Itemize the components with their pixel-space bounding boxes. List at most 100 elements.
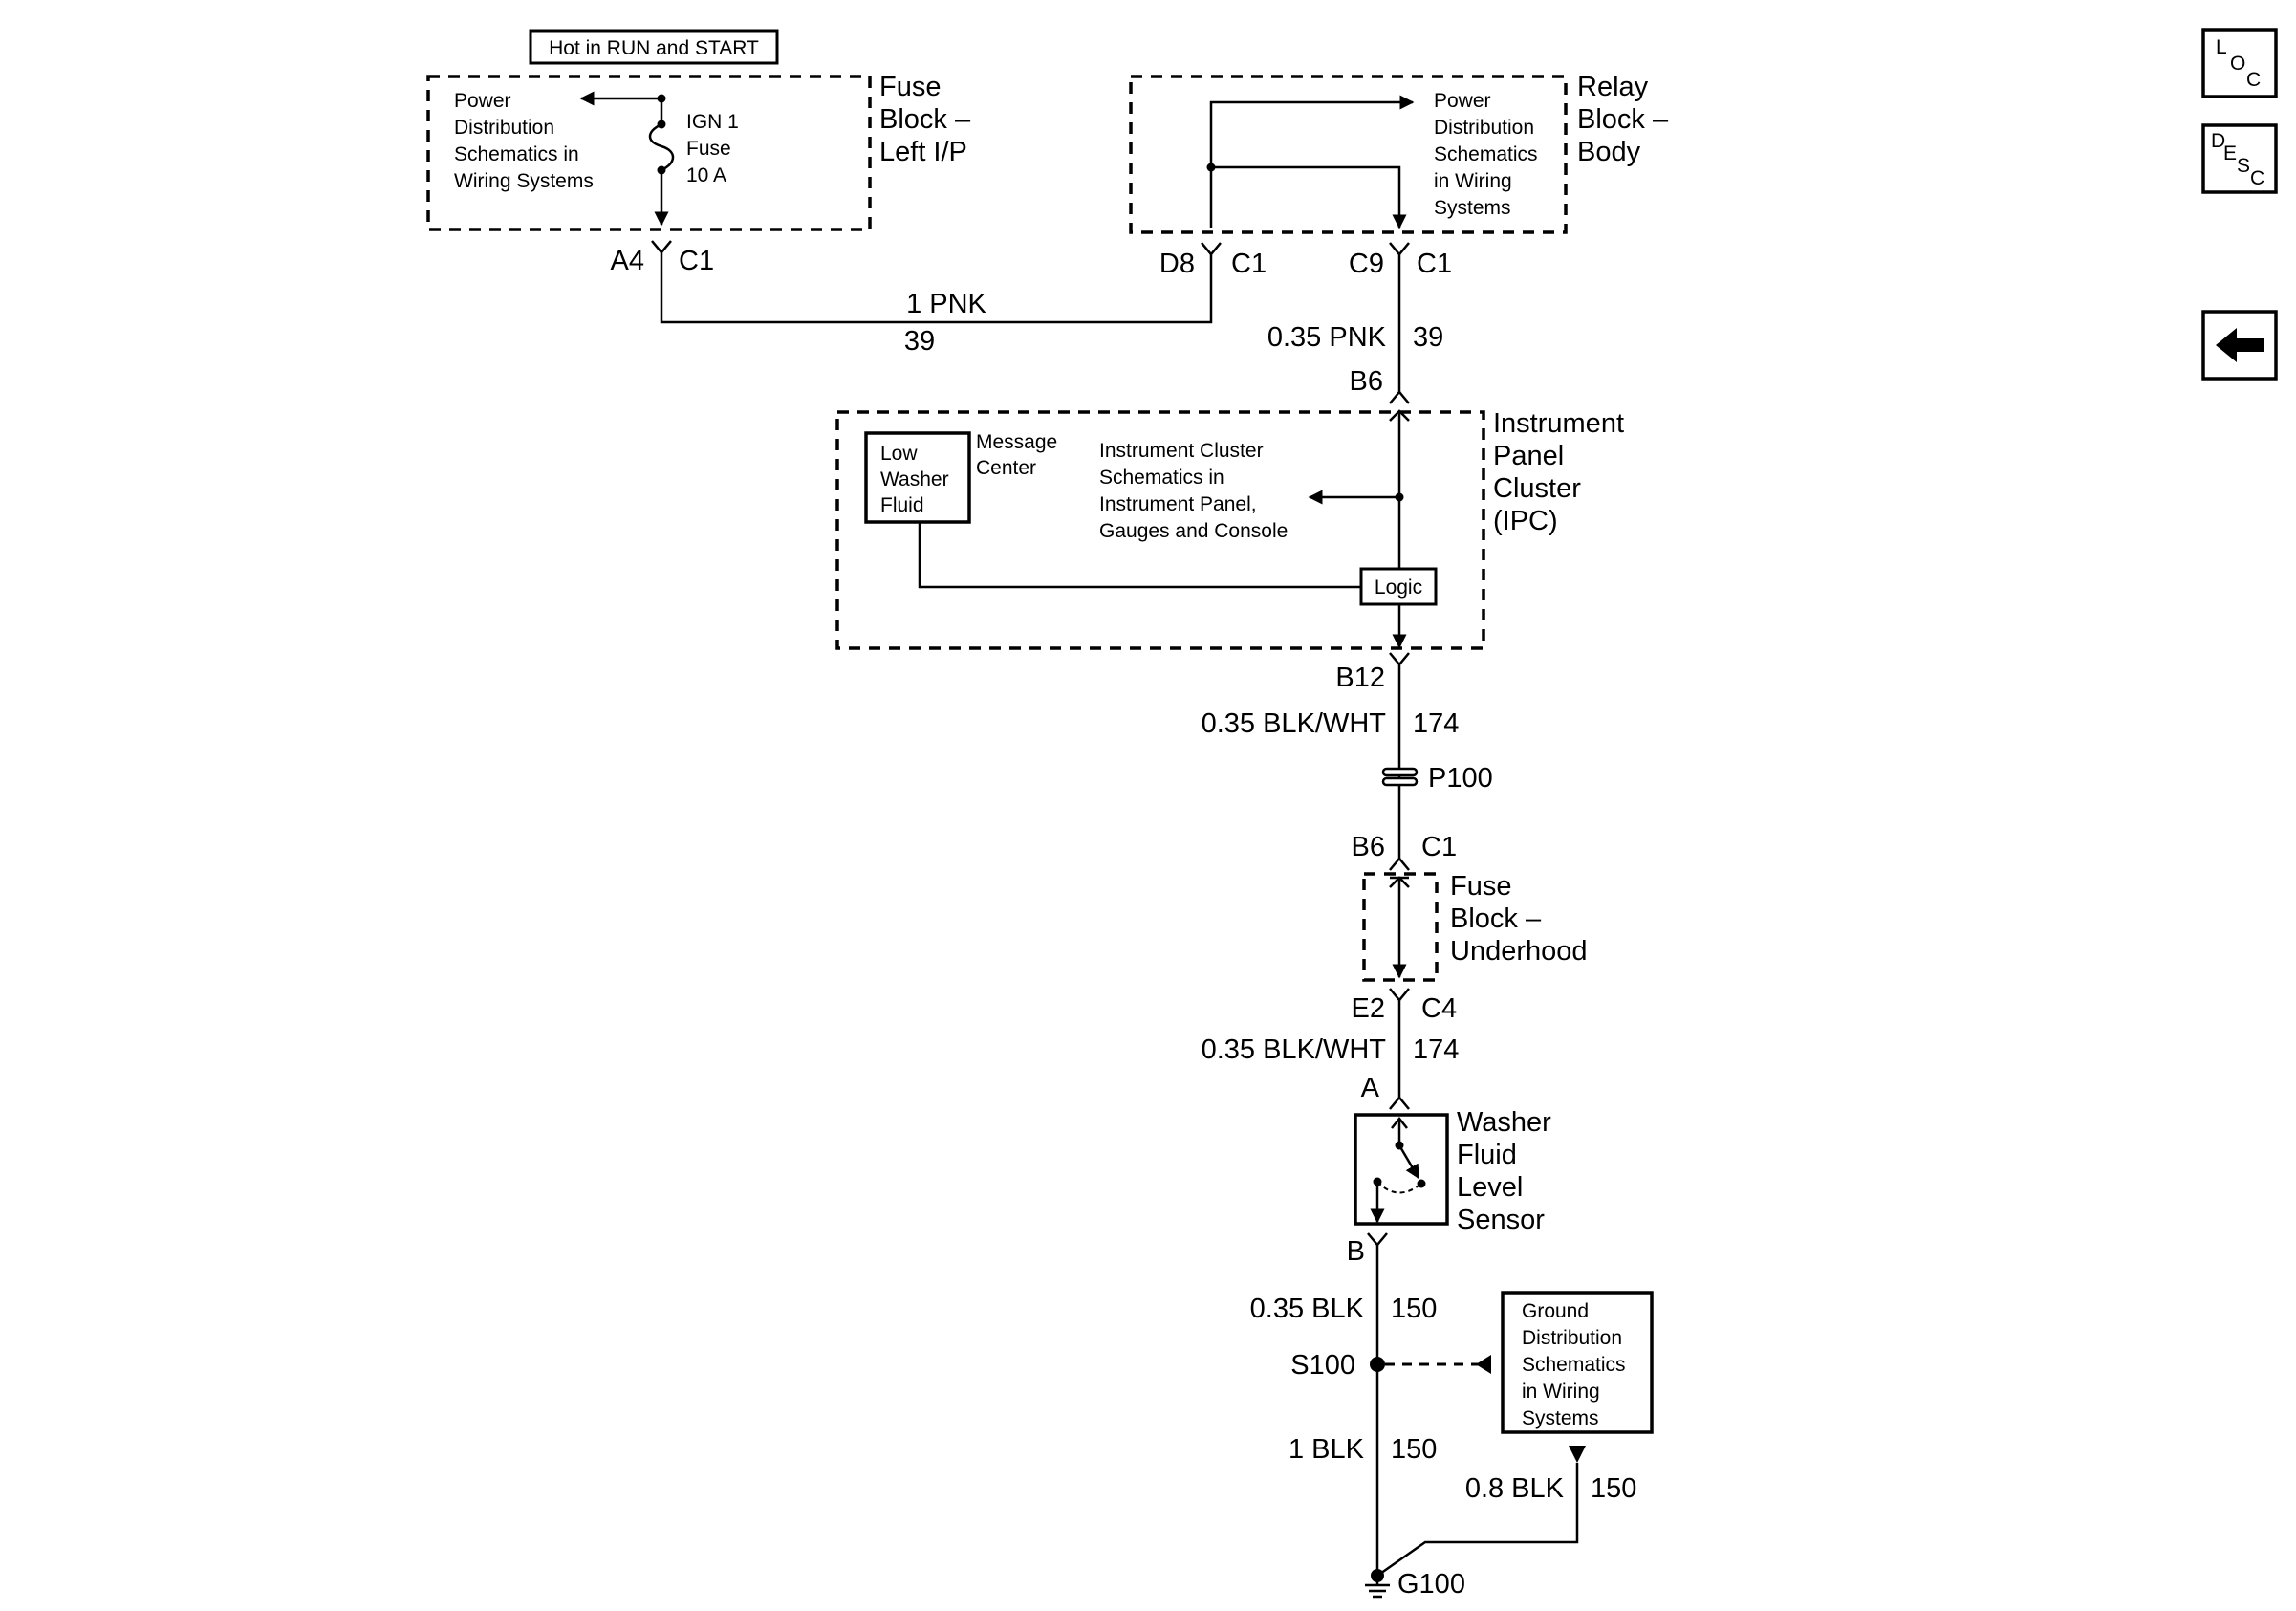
desc-letter-c: C (2250, 167, 2264, 189)
ign1-fuse-line-1: IGN 1 (686, 111, 739, 133)
wire-0-35-blk-circuit: 150 (1391, 1294, 1437, 1324)
relay-block-boundary (1129, 75, 1568, 234)
ipc-title-2: Panel (1493, 441, 1564, 471)
ground-g100: G100 (1365, 1569, 1465, 1600)
underhood-boundary (1362, 872, 1439, 982)
connector-c9-c1: C9 C1 (1349, 242, 1452, 279)
pd-left-line-2: Distribution (454, 117, 554, 139)
g100-label: G100 (1397, 1569, 1465, 1600)
wire-blk-wht-lower-circuit: 174 (1413, 1034, 1459, 1065)
wire-0-8-blk-label: 0.8 BLK (1465, 1473, 1565, 1504)
underhood-title-2: Block – (1450, 903, 1542, 934)
desc-button[interactable]: D E S C (2201, 123, 2278, 194)
connector-a4-c1: A4 C1 (611, 240, 714, 276)
pd-left-line-1: Power (454, 90, 511, 112)
pd-relay-line-4: in Wiring (1434, 170, 1512, 192)
loc-button[interactable]: L O C (2201, 28, 2278, 98)
fuse-block-underhood: B6 C1 Fuse Block – Underhood E2 C4 (1352, 832, 1588, 1024)
low-washer-line-2: Washer (880, 468, 949, 490)
ground-dist-line-4: in Wiring (1522, 1381, 1600, 1403)
ground-dist-line-3: Schematics (1522, 1354, 1626, 1376)
message-center-line-2: Center (976, 457, 1036, 479)
wire-0-35-pnk-label: 0.35 PNK (1267, 322, 1387, 353)
sensor-title-1: Washer (1457, 1107, 1551, 1138)
loc-letter-o: O (2230, 53, 2245, 75)
underhood-title-1: Fuse (1450, 871, 1511, 902)
washer-fluid-level-sensor: A Washer Fluid Level Sensor B (1347, 1073, 1552, 1267)
underhood-top-name: C1 (1421, 832, 1457, 862)
ipc-title-4: (IPC) (1493, 506, 1558, 536)
hot-in-run-start-box: Hot in RUN and START (529, 29, 779, 65)
wire-1-blk-label: 1 BLK (1289, 1434, 1365, 1465)
underhood-bottom-pin: E2 (1352, 993, 1385, 1024)
underhood-top-pin: B6 (1352, 832, 1385, 862)
underhood-bottom-name: C4 (1421, 993, 1457, 1024)
wire-1-blk: 1 BLK 150 (1289, 1434, 1437, 1465)
p100-label: P100 (1428, 763, 1493, 794)
ipc-pin-b6: B6 (1350, 366, 1383, 397)
sensor-pin-b: B (1347, 1236, 1365, 1267)
relay-block-title-2: Block – (1577, 104, 1669, 135)
back-button[interactable] (2201, 310, 2278, 381)
ground-distribution-box: Ground Distribution Schematics in Wiring… (1501, 1291, 1654, 1434)
sensor-title-3: Level (1457, 1172, 1523, 1203)
pd-relay-line-5: Systems (1434, 197, 1511, 219)
fuse-block-left-boundary (426, 75, 872, 231)
ipc-boundary (835, 410, 1485, 650)
pd-relay-line-2: Distribution (1434, 117, 1534, 139)
wire-0-35-blk-wht-lower: 0.35 BLK/WHT 174 (1202, 1000, 1459, 1098)
connector-a4-pin: A4 (611, 246, 644, 276)
ic-schematics-line-1: Instrument Cluster (1099, 440, 1264, 462)
desc-letter-d: D (2211, 130, 2225, 152)
pd-relay-arrow (1209, 95, 1415, 228)
connector-c9-pin: C9 (1349, 249, 1384, 279)
float-switch-icon (1397, 1144, 1420, 1180)
connector-d8-c1: D8 C1 (1159, 242, 1267, 279)
connector-a4-name: C1 (679, 246, 714, 276)
message-center-line-1: Message (976, 431, 1057, 453)
connector-d8-name: C1 (1231, 249, 1267, 279)
wire-0-8-blk-circuit: 150 (1591, 1473, 1636, 1504)
ign1-fuse-line-3: 10 A (686, 164, 726, 186)
relay-block-title-1: Relay (1577, 72, 1649, 102)
wire-0-8-blk: 0.8 BLK 150 (1376, 1446, 1636, 1578)
wire-blk-wht-upper-label: 0.35 BLK/WHT (1202, 708, 1387, 739)
splice-s100: S100 (1290, 1350, 1491, 1381)
pd-left-line-3: Schematics in (454, 143, 579, 165)
underhood-title-3: Underhood (1450, 936, 1588, 967)
ic-schematics-line-4: Gauges and Console (1099, 520, 1288, 542)
back-arrow-icon (2216, 328, 2264, 362)
wire-1-pnk: 1 PNK 39 (660, 271, 1213, 357)
wire-blk-wht-upper-circuit: 174 (1413, 708, 1459, 739)
wire-0-35-blk-wht-upper: 0.35 BLK/WHT 174 (1202, 664, 1459, 859)
low-washer-line-3: Fluid (880, 494, 924, 516)
instrument-panel-cluster: B6 Instrument Panel Cluster (IPC) Low Wa… (835, 366, 1624, 693)
low-washer-line-1: Low (880, 443, 918, 465)
ground-dist-line-1: Ground (1522, 1300, 1589, 1322)
ipc-title-3: Cluster (1493, 473, 1581, 504)
sensor-box (1354, 1113, 1449, 1226)
pd-relay-line-1: Power (1434, 90, 1491, 112)
ipc-title-1: Instrument (1493, 408, 1624, 439)
wire-1-blk-circuit: 150 (1391, 1434, 1437, 1465)
logic-label: Logic (1375, 577, 1422, 599)
relay-block-body: Relay Block – Body Power Distribution Sc… (1129, 72, 1669, 234)
desc-letter-e: E (2223, 142, 2237, 164)
low-washer-fluid-indicator (864, 431, 971, 524)
wire-blk-wht-lower-label: 0.35 BLK/WHT (1202, 1034, 1387, 1065)
ground-dist-line-2: Distribution (1522, 1327, 1622, 1349)
sensor-title-4: Sensor (1457, 1205, 1545, 1235)
sensor-pin-a: A (1361, 1073, 1380, 1103)
s100-label: S100 (1290, 1350, 1355, 1381)
desc-letter-s: S (2237, 155, 2250, 177)
fuse-block-left-ip: Fuse Block – Left I/P Power Distribution… (426, 72, 971, 231)
ground-dist-line-5: Systems (1522, 1407, 1599, 1429)
sensor-title-2: Fluid (1457, 1140, 1517, 1170)
wire-0-35-blk: 0.35 BLK 150 (1250, 1245, 1437, 1576)
hot-label: Hot in RUN and START (549, 37, 759, 59)
loc-letter-c: C (2246, 69, 2261, 91)
ipc-pin-b12: B12 (1335, 663, 1385, 693)
connector-c9-name: C1 (1417, 249, 1452, 279)
ign1-fuse-line-2: Fuse (686, 138, 731, 160)
